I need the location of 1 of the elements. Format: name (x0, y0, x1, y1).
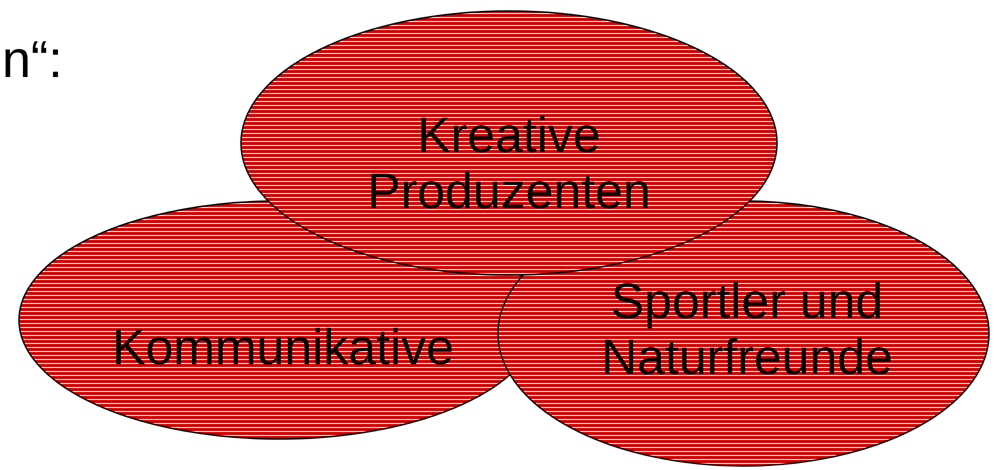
heading-fragment: n“: (2, 30, 63, 90)
